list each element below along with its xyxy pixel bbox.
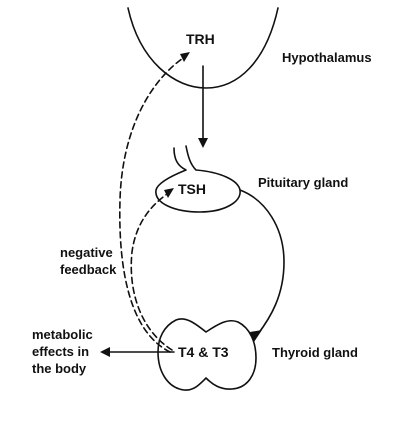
tsh-to-t4t3-arrowhead [250,330,262,342]
t4t3-label: T4 & T3 [178,344,229,360]
feedback-to-trh-arrowhead [180,52,190,62]
trh-to-tsh-arrowhead [198,138,208,148]
pituitary-label: Pituitary gland [258,175,348,190]
effects-label-line-1: metabolic [32,327,93,342]
pituitary-outline [155,145,241,213]
feedback-to-tsh-path [130,191,173,351]
effects-label-line-2: effects in [32,344,89,359]
thyroid-label: Thyroid gland [272,345,358,360]
effects-arrowhead [100,347,110,357]
tsh-signal-path [239,189,285,335]
hypothalamus-outline [127,7,279,89]
hypothalamus-label: Hypothalamus [282,50,372,65]
feedback-to-trh-path [118,55,187,353]
tsh-label: TSH [178,181,206,197]
thyroid-outline [157,318,257,391]
feedback-to-tsh-arrowhead [164,188,174,198]
feedback-label-line-1: negative [60,245,113,260]
trh-label: TRH [186,31,215,47]
feedback-label-line-2: feedback [60,262,117,277]
effects-label-line-3: the body [32,361,87,376]
